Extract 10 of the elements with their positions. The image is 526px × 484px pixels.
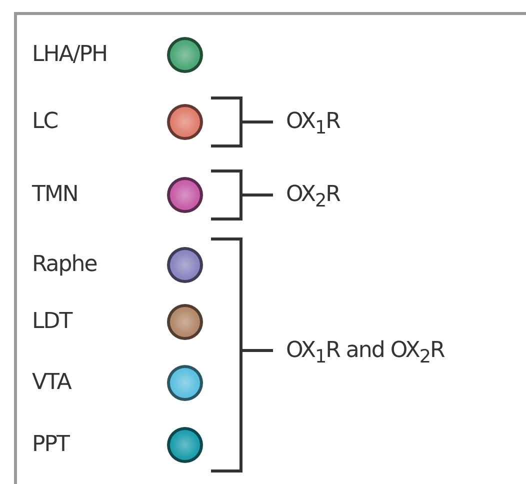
receptor-label: OX$_{1}$R and OX$_{2}$R: [286, 336, 444, 369]
receptor-label: OX$_{1}$R: [286, 108, 340, 140]
region-label: PPT: [32, 431, 69, 459]
region-label: TMN: [32, 181, 78, 209]
region-label: LDT: [32, 308, 72, 336]
receptor-label: OX$_{2}$R: [286, 181, 340, 214]
region-label: VTA: [32, 369, 71, 397]
region-label: LHA/PH: [32, 41, 108, 69]
region-label: LC: [32, 108, 58, 136]
region-label: Raphe: [32, 251, 97, 279]
